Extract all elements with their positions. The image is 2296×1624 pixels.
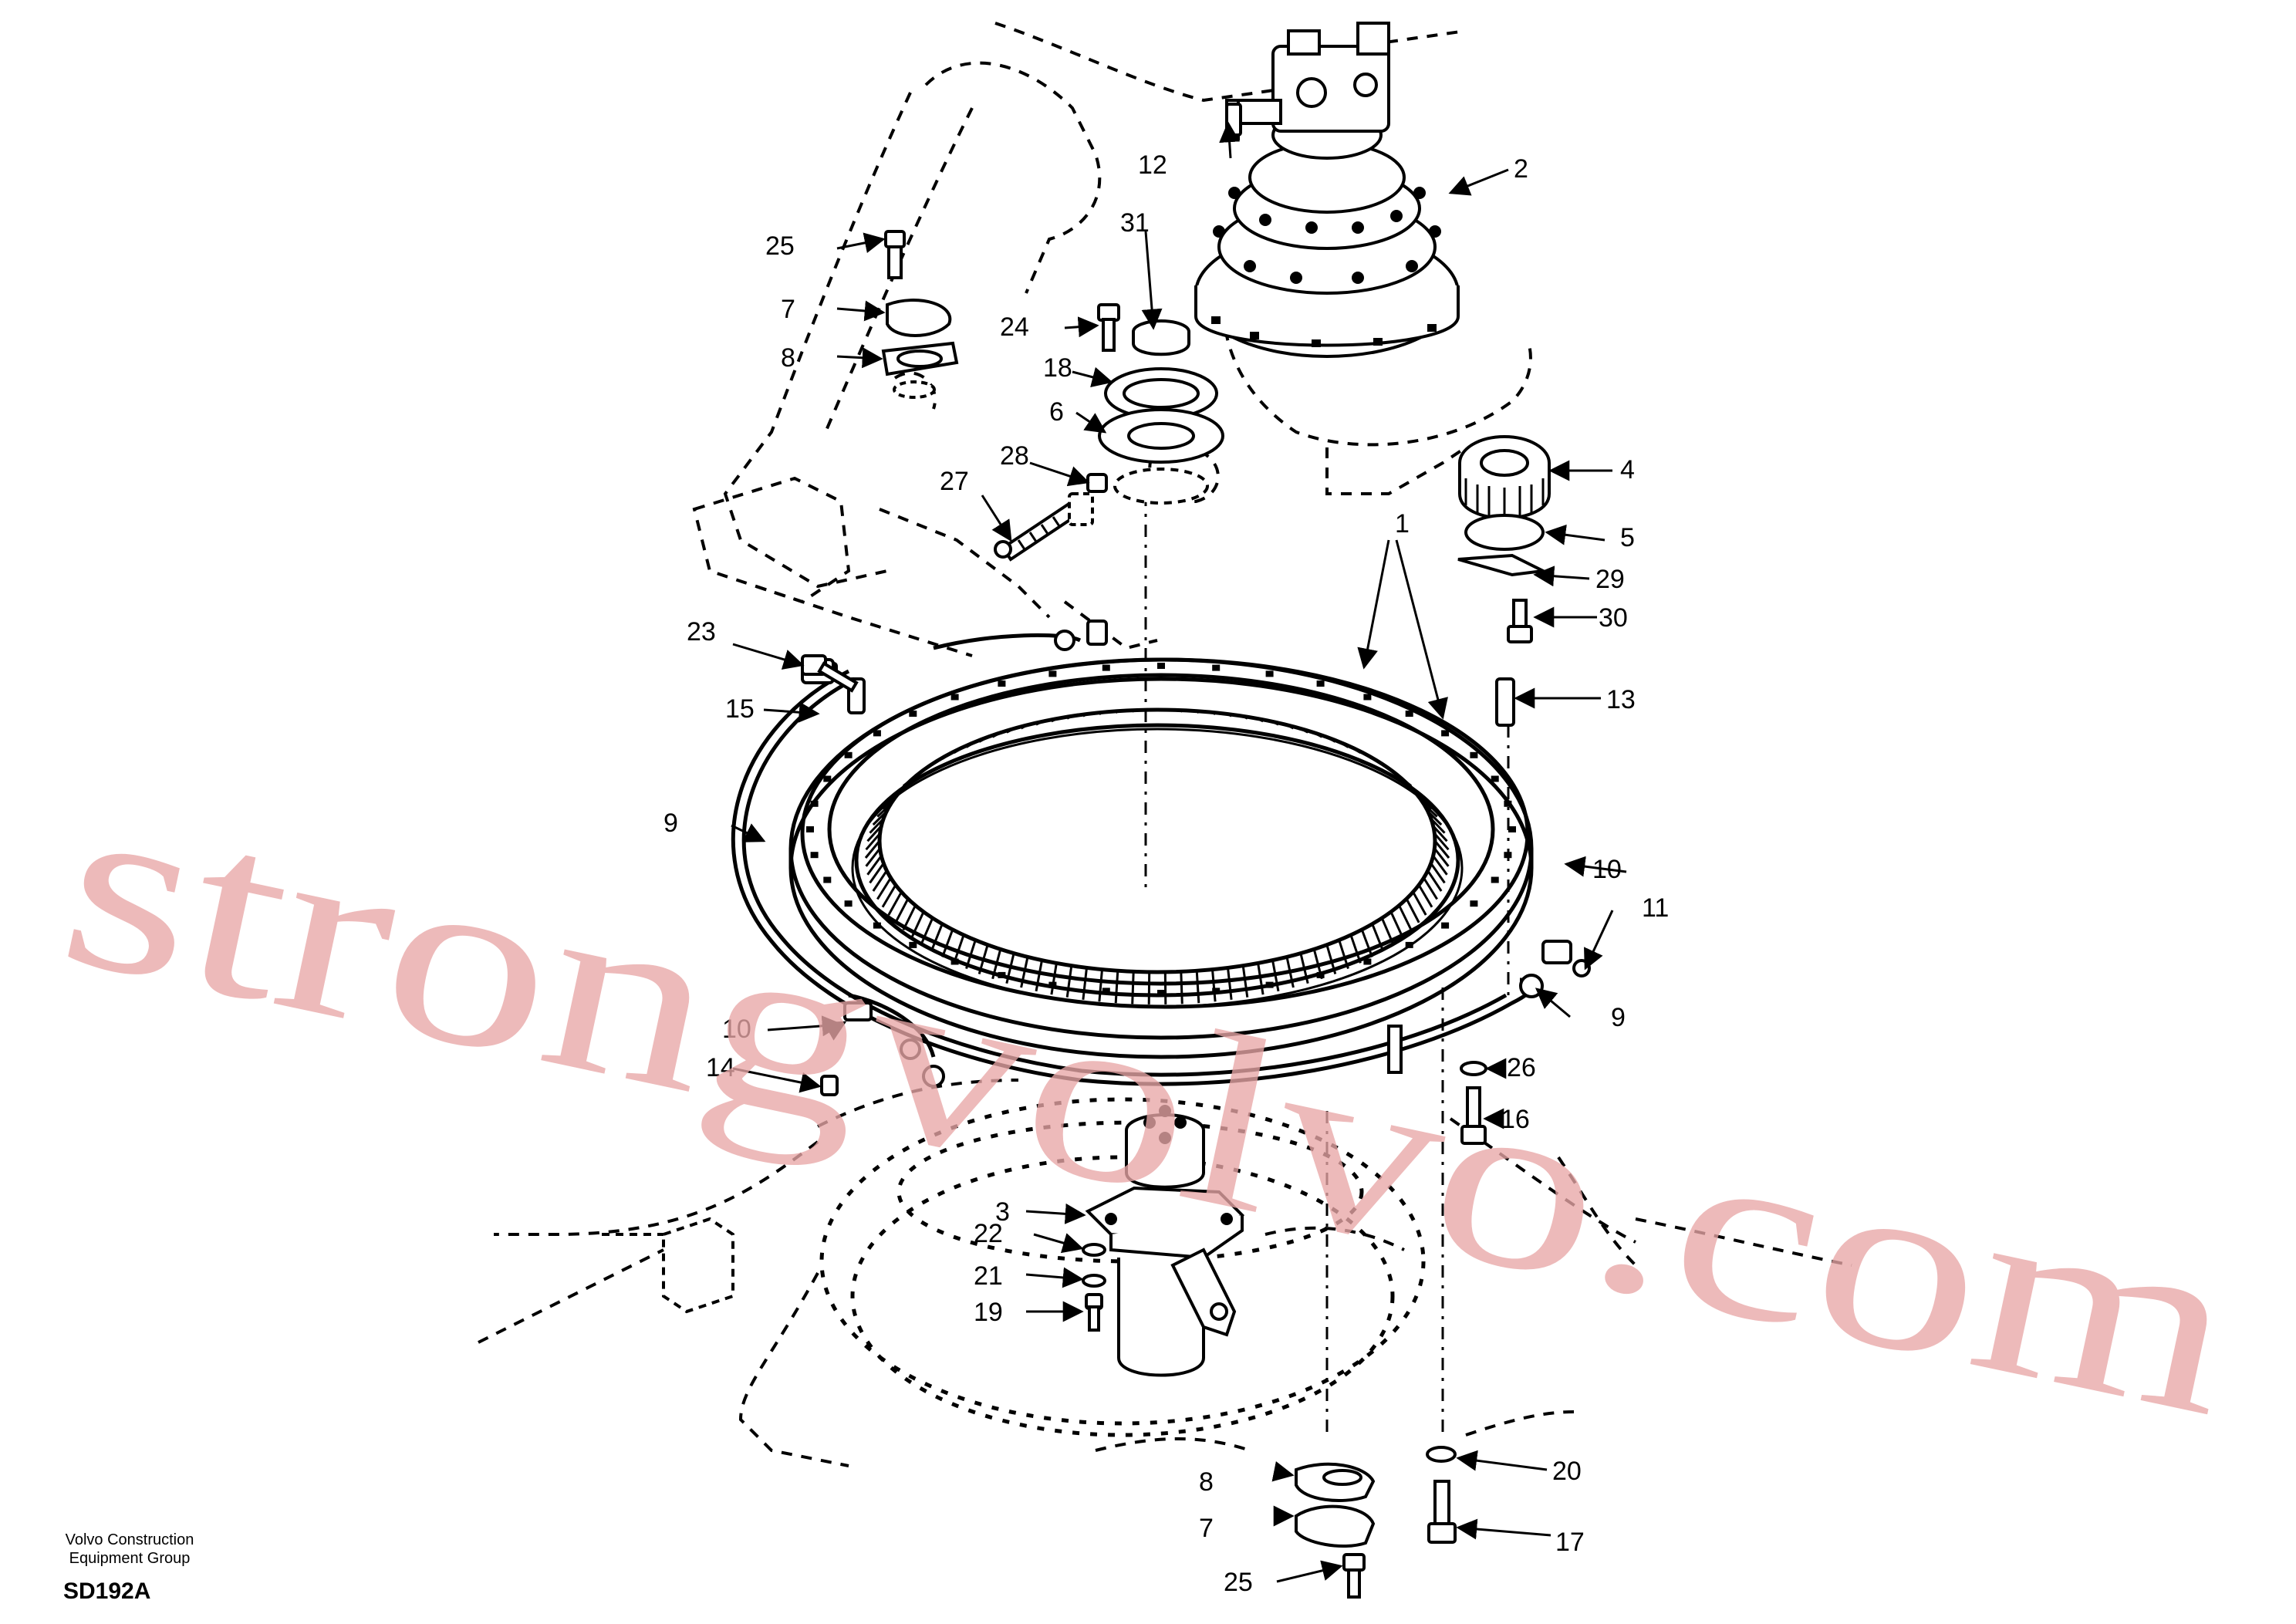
bolt-24	[1097, 303, 1120, 352]
diagram-code: SD192A	[63, 1578, 151, 1604]
washer-bolt-stack	[1082, 1243, 1106, 1332]
bolt-30	[1507, 599, 1533, 643]
part-label-8-top: 8	[781, 343, 795, 373]
cover-plate-top	[881, 299, 959, 399]
part-label-26: 26	[1507, 1053, 1536, 1082]
part-label-22: 22	[974, 1219, 1003, 1248]
part-label-14: 14	[706, 1053, 735, 1082]
part-label-9-left: 9	[663, 809, 678, 838]
bolt-17	[1426, 1446, 1457, 1544]
part-label-21: 21	[974, 1261, 1003, 1291]
part-label-10-left: 10	[722, 1015, 751, 1044]
part-label-6: 6	[1049, 397, 1064, 427]
motor-bolt-holes	[1211, 187, 1441, 347]
bolt-16	[1460, 1061, 1487, 1145]
part-label-1: 1	[1395, 509, 1410, 539]
part-label-2: 2	[1514, 154, 1528, 184]
cover-plate-bottom	[1295, 1462, 1376, 1599]
retaining-plate	[1457, 514, 1548, 577]
company-line-1: Volvo Construction	[65, 1531, 194, 1548]
part-label-9-right: 9	[1611, 1003, 1626, 1032]
grease-hose	[731, 633, 1535, 1086]
company-name: Volvo Construction Equipment Group	[45, 1531, 214, 1568]
ring-gear-teeth	[864, 709, 1450, 1004]
part-label-7-bottom: 7	[1199, 1514, 1214, 1543]
swivel-joint	[1085, 1105, 1245, 1377]
part-label-13: 13	[1606, 685, 1636, 714]
pin-13	[1495, 677, 1515, 727]
ring-bolt-holes	[806, 663, 1516, 996]
part-label-19: 19	[974, 1298, 1003, 1327]
part-label-7-top: 7	[781, 295, 795, 324]
part-label-5: 5	[1620, 523, 1635, 552]
grease-fitting	[994, 473, 1108, 562]
part-label-25-bottom: 25	[1224, 1568, 1253, 1597]
part-label-27: 27	[940, 467, 969, 496]
part-label-16: 16	[1501, 1105, 1530, 1134]
company-line-2: Equipment Group	[69, 1550, 191, 1567]
part-label-12: 12	[1138, 150, 1167, 180]
part-label-23: 23	[687, 617, 716, 647]
background-frame-outline	[478, 22, 1852, 1467]
centre-lines	[1144, 494, 1510, 1435]
part-label-8-bottom: 8	[1199, 1467, 1214, 1497]
part-label-30: 30	[1599, 603, 1628, 633]
part-label-28: 28	[1000, 441, 1029, 471]
part-label-31: 31	[1120, 208, 1150, 238]
bracket-block-outline	[602, 1217, 734, 1314]
part-label-18: 18	[1043, 353, 1072, 383]
leader-arrows	[731, 121, 1627, 1583]
part-label-3: 3	[995, 1197, 1010, 1227]
bearing-seal-stack	[1098, 319, 1224, 505]
part-label-29: 29	[1595, 565, 1625, 594]
part-label-24: 24	[1000, 312, 1029, 342]
part-label-15: 15	[725, 694, 755, 724]
part-label-20: 20	[1552, 1457, 1582, 1486]
part-label-25-top: 25	[765, 231, 795, 261]
pinion-gear	[1458, 435, 1551, 520]
part-label-11: 11	[1642, 893, 1669, 923]
swing-motor	[1194, 22, 1460, 358]
slewing-ring-bearing	[788, 657, 1534, 1059]
part-label-10-right: 10	[1592, 855, 1622, 884]
part-label-4: 4	[1620, 455, 1635, 484]
bolt-25-top	[884, 230, 906, 279]
part-label-17: 17	[1555, 1528, 1585, 1557]
part-labels: 1 2 3 4 5 6 7 8 9 10 11 12 13 14 15 16 1…	[663, 150, 1669, 1597]
